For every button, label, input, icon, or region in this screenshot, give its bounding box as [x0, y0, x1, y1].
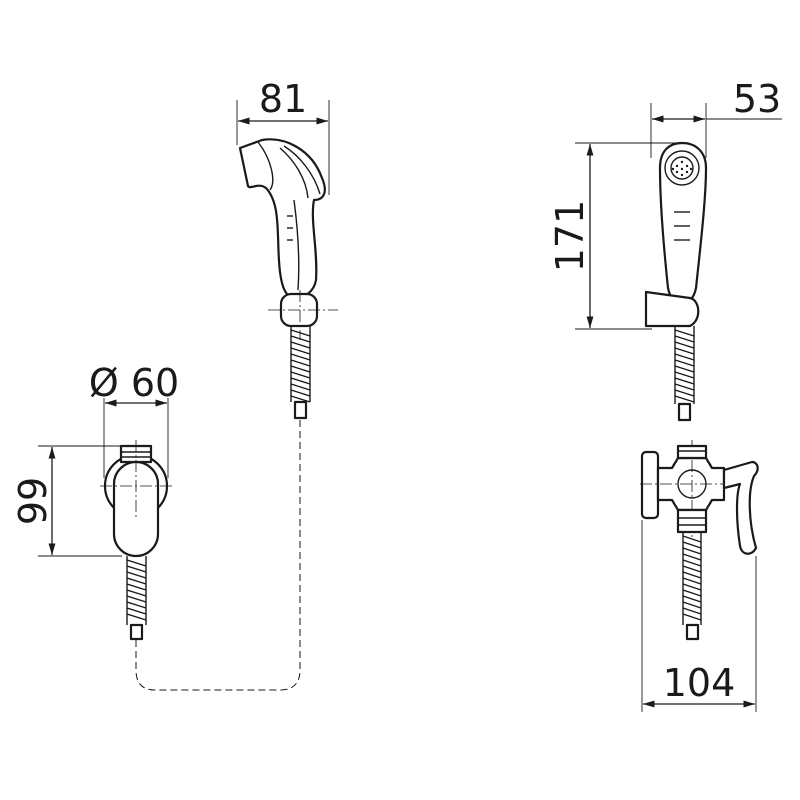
side-hose: [674, 326, 695, 422]
label-104: 104: [663, 661, 736, 705]
side-valve-hose: [682, 532, 702, 641]
side-holder: [644, 290, 700, 328]
dimension-171: 171: [548, 142, 680, 330]
hose-connection-dashed: [135, 420, 301, 691]
front-handshower-view: 81: [236, 77, 338, 420]
handshower-front: [658, 141, 708, 304]
side-flange: [640, 450, 660, 520]
dimension-81: 81: [236, 77, 330, 195]
front-valve-view: Ø 60 99: [11, 361, 179, 641]
label-53: 53: [733, 77, 781, 121]
dimension-53: 53: [650, 77, 782, 158]
label-diameter-60: Ø 60: [89, 361, 179, 405]
dimension-99: 99: [11, 445, 122, 557]
side-valve-view: 104: [640, 440, 759, 712]
handshower-side: [238, 138, 326, 300]
hose-lower: [126, 556, 147, 641]
spray-nozzles: [671, 160, 693, 177]
dimension-104: 104: [641, 520, 757, 712]
label-171: 171: [548, 200, 592, 273]
label-99: 99: [11, 477, 55, 525]
hose-upper: [290, 326, 311, 420]
side-handshower-view: 53 171: [548, 77, 782, 422]
label-81: 81: [259, 77, 307, 121]
dimension-diameter-60: Ø 60: [89, 361, 179, 478]
side-outlet-nut: [676, 508, 708, 534]
handshower-holder: [268, 290, 338, 340]
spray-face: [664, 150, 700, 186]
side-top-nut: [676, 444, 708, 460]
side-lever-handle: [722, 460, 759, 555]
